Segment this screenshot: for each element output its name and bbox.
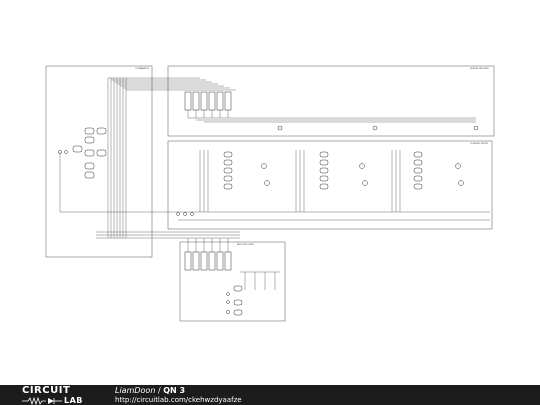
circuitlab-logo[interactable]: CIRCUIT LAB [22, 386, 94, 405]
block-input-decoder[interactable]: INPUT DECODER [179, 241, 286, 322]
logo-circuit-text: CIRCUIT [22, 385, 71, 396]
author-link[interactable]: LiamDoon [115, 386, 156, 395]
logo-bottom-row: LAB [22, 396, 94, 405]
block-counter[interactable]: COUNTER CIRCUIT [167, 140, 493, 230]
counter-stage-1[interactable] [199, 150, 270, 212]
circuit-title: LiamDoon / QN 3 [115, 386, 185, 395]
block-label-display-decoder: DISPLAY DECODER [470, 67, 489, 70]
counter-stage-2[interactable] [295, 150, 368, 212]
project-name[interactable]: QN 3 [163, 386, 186, 395]
block-display-decoder[interactable]: DISPLAY DECODER [167, 65, 495, 137]
schematic-canvas[interactable]: COMPARATOR DISPLAY DECODER COUNTER CIRCU… [0, 0, 540, 385]
logo-lab-text: LAB [64, 396, 83, 405]
title-separator: / [155, 386, 164, 395]
counter-clock-switch[interactable] [176, 212, 491, 221]
comparator-gates[interactable] [58, 127, 491, 213]
block-label-counter: COUNTER CIRCUIT [470, 143, 489, 145]
block-label-comparator: COMPARATOR [135, 67, 149, 70]
resistor-icon [22, 396, 62, 405]
counter-stage-3[interactable] [391, 150, 464, 212]
input-decoder-chips[interactable] [184, 238, 280, 316]
block-comparator[interactable]: COMPARATOR [45, 65, 153, 258]
block-label-input-decoder: INPUT DECODER [237, 244, 254, 246]
comparator-bus [96, 77, 240, 239]
footer-bar: CIRCUIT LAB LiamDoon / QN 3 http://circu… [0, 385, 540, 405]
circuit-url[interactable]: http://circuitlab.com/ckehwzdyaafze [115, 396, 242, 404]
display-decoder-chips[interactable] [184, 91, 479, 131]
